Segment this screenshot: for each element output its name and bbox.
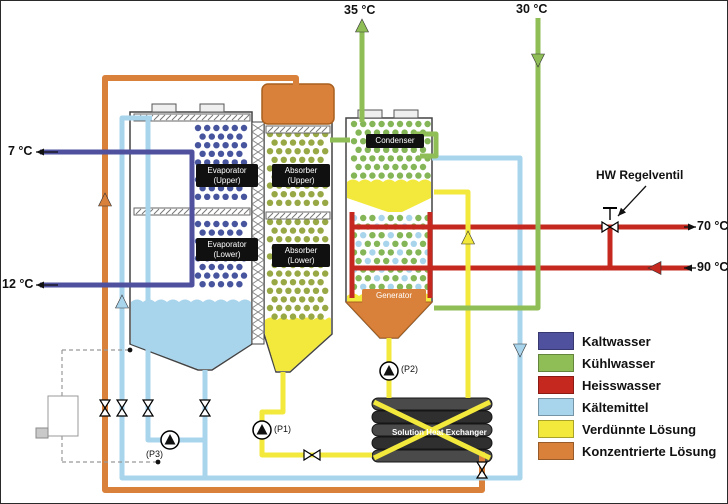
legend-swatch-konzentrierte-loesung — [538, 442, 574, 460]
legend-swatch-kaeltemittel — [538, 398, 574, 416]
pump-p2-label: (P2) — [401, 364, 419, 374]
absorber-upper-line2: (Upper) — [287, 175, 315, 185]
valve-icon — [475, 461, 489, 479]
temp-70-label: 70 °C — [697, 219, 728, 233]
valve-icon — [198, 399, 212, 417]
valve-icon — [98, 399, 112, 417]
evaporator-upper-label: Evaporator (Upper) — [196, 164, 258, 188]
temp-90-label: 90 °C — [697, 260, 728, 274]
absorber-upper-line1: Absorber — [284, 166, 318, 175]
evaporator-lower-line1: Evaporator — [207, 240, 247, 249]
absorber-lower-line1: Absorber — [284, 246, 318, 255]
valve-icon — [141, 399, 155, 417]
fittings-and-arrows — [35, 18, 696, 479]
valve-icon — [303, 448, 321, 462]
legend-swatch-kaltwasser — [538, 332, 574, 350]
legend-label-verduennte-loesung: Verdünnte Lösung — [582, 421, 697, 437]
cooling-water-pipes — [330, 18, 541, 311]
legend-item-kuehlwasser: Kühlwasser — [538, 352, 716, 374]
legend-item-verduennte-loesung: Verdünnte Lösung — [538, 418, 716, 440]
shx-line1: Solution Heat — [392, 428, 444, 437]
absorber-upper-label: Absorber (Upper) — [272, 164, 330, 188]
temp-30-label: 30 °C — [516, 2, 548, 16]
hw-regelventil-label: HW Regelventil — [596, 168, 684, 182]
legend-swatch-heisswasser — [538, 376, 574, 394]
legend-label-kaltwasser: Kaltwasser — [582, 333, 651, 349]
legend-item-kaltwasser: Kaltwasser — [538, 330, 716, 352]
temp-7-label: 7 °C — [8, 144, 33, 158]
pump-icon — [160, 430, 180, 450]
shx-line2: Exchanger — [445, 428, 487, 437]
evaporator-lower-line2: (Lower) — [213, 249, 241, 259]
legend: Kaltwasser Kühlwasser Heisswasser Kältem… — [538, 330, 716, 462]
pump-p3-label: (P3) — [146, 449, 164, 459]
condenser-label: Condenser — [366, 134, 424, 148]
hot-water-pipes — [349, 212, 690, 298]
legend-swatch-kuehlwasser — [538, 354, 574, 372]
legend-label-kaeltemittel: Kältemittel — [582, 399, 649, 415]
dilute-solution-pipes — [259, 189, 492, 461]
pump-icon — [379, 361, 399, 381]
temp-35-label: 35 °C — [344, 3, 376, 17]
legend-swatch-verduennte-loesung — [538, 420, 574, 438]
legend-item-kaeltemittel: Kältemittel — [538, 396, 716, 418]
chilled-water-pipes — [40, 149, 195, 288]
pump-p1-label: (P1) — [274, 424, 292, 434]
legend-item-heisswasser: Heisswasser — [538, 374, 716, 396]
solution-heat-exchanger-label: Solution Heat Exchanger — [392, 428, 487, 438]
pump-icon — [252, 420, 272, 440]
valve-icon — [115, 399, 129, 417]
legend-label-heisswasser: Heisswasser — [582, 377, 661, 393]
evaporator-lower-label: Evaporator (Lower) — [196, 238, 258, 262]
legend-item-konzentrierte-loesung: Konzentrierte Lösung — [538, 440, 716, 462]
refrigerant-pipes — [119, 115, 523, 481]
absorber-lower-line2: (Lower) — [287, 255, 315, 265]
legend-label-konzentrierte-loesung: Konzentrierte Lösung — [582, 443, 717, 459]
legend-label-kuehlwasser: Kühlwasser — [582, 355, 655, 371]
evaporator-upper-line1: Evaporator — [207, 166, 247, 175]
absorber-lower-label: Absorber (Lower) — [272, 244, 330, 268]
generator-label: Generator — [362, 289, 426, 303]
evaporator-upper-line2: (Upper) — [213, 175, 241, 185]
temp-12-label: 12 °C — [2, 277, 34, 291]
valve-icon — [601, 220, 619, 234]
